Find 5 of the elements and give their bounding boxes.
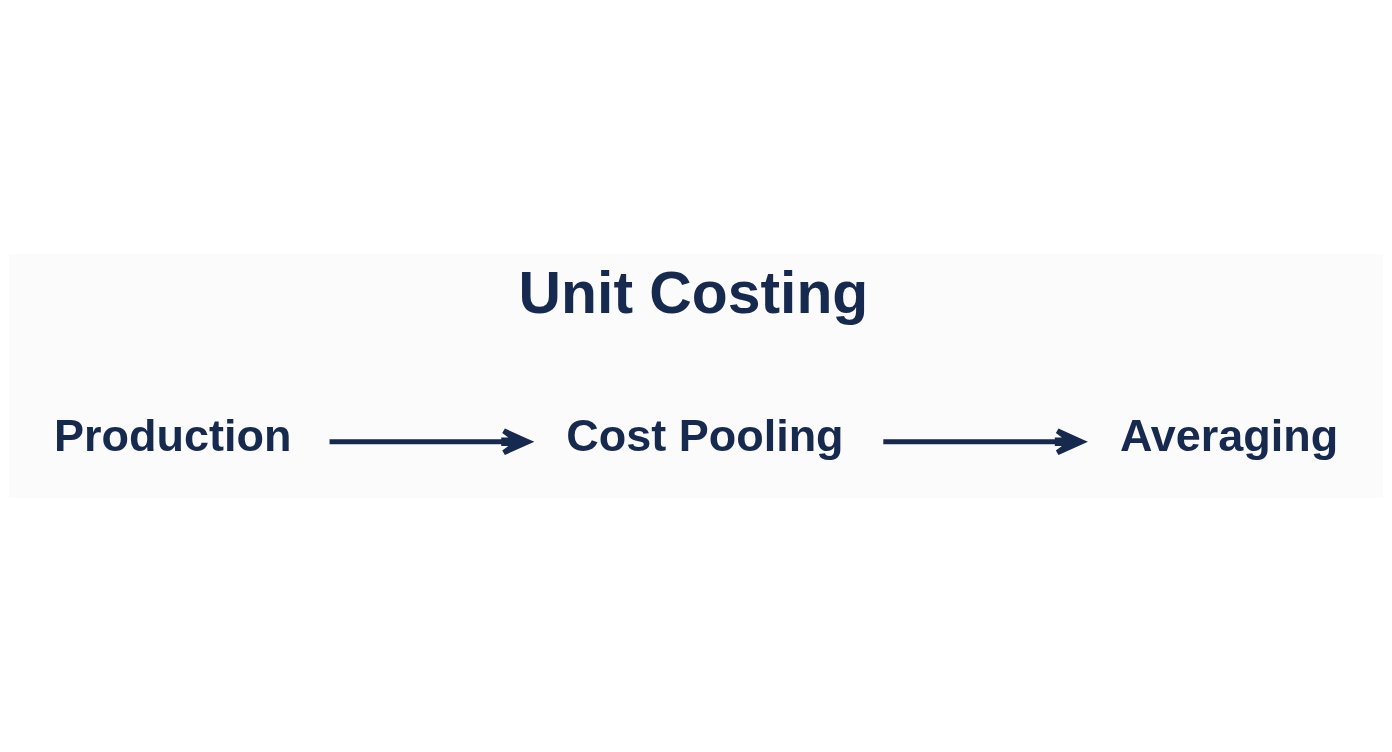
node-text: Cost Pooling <box>566 409 844 461</box>
node-text: Production <box>53 409 292 461</box>
arrow <box>883 428 1085 456</box>
node-text: Averaging <box>1119 409 1339 461</box>
diagram-title: Unit Costing <box>518 260 869 326</box>
